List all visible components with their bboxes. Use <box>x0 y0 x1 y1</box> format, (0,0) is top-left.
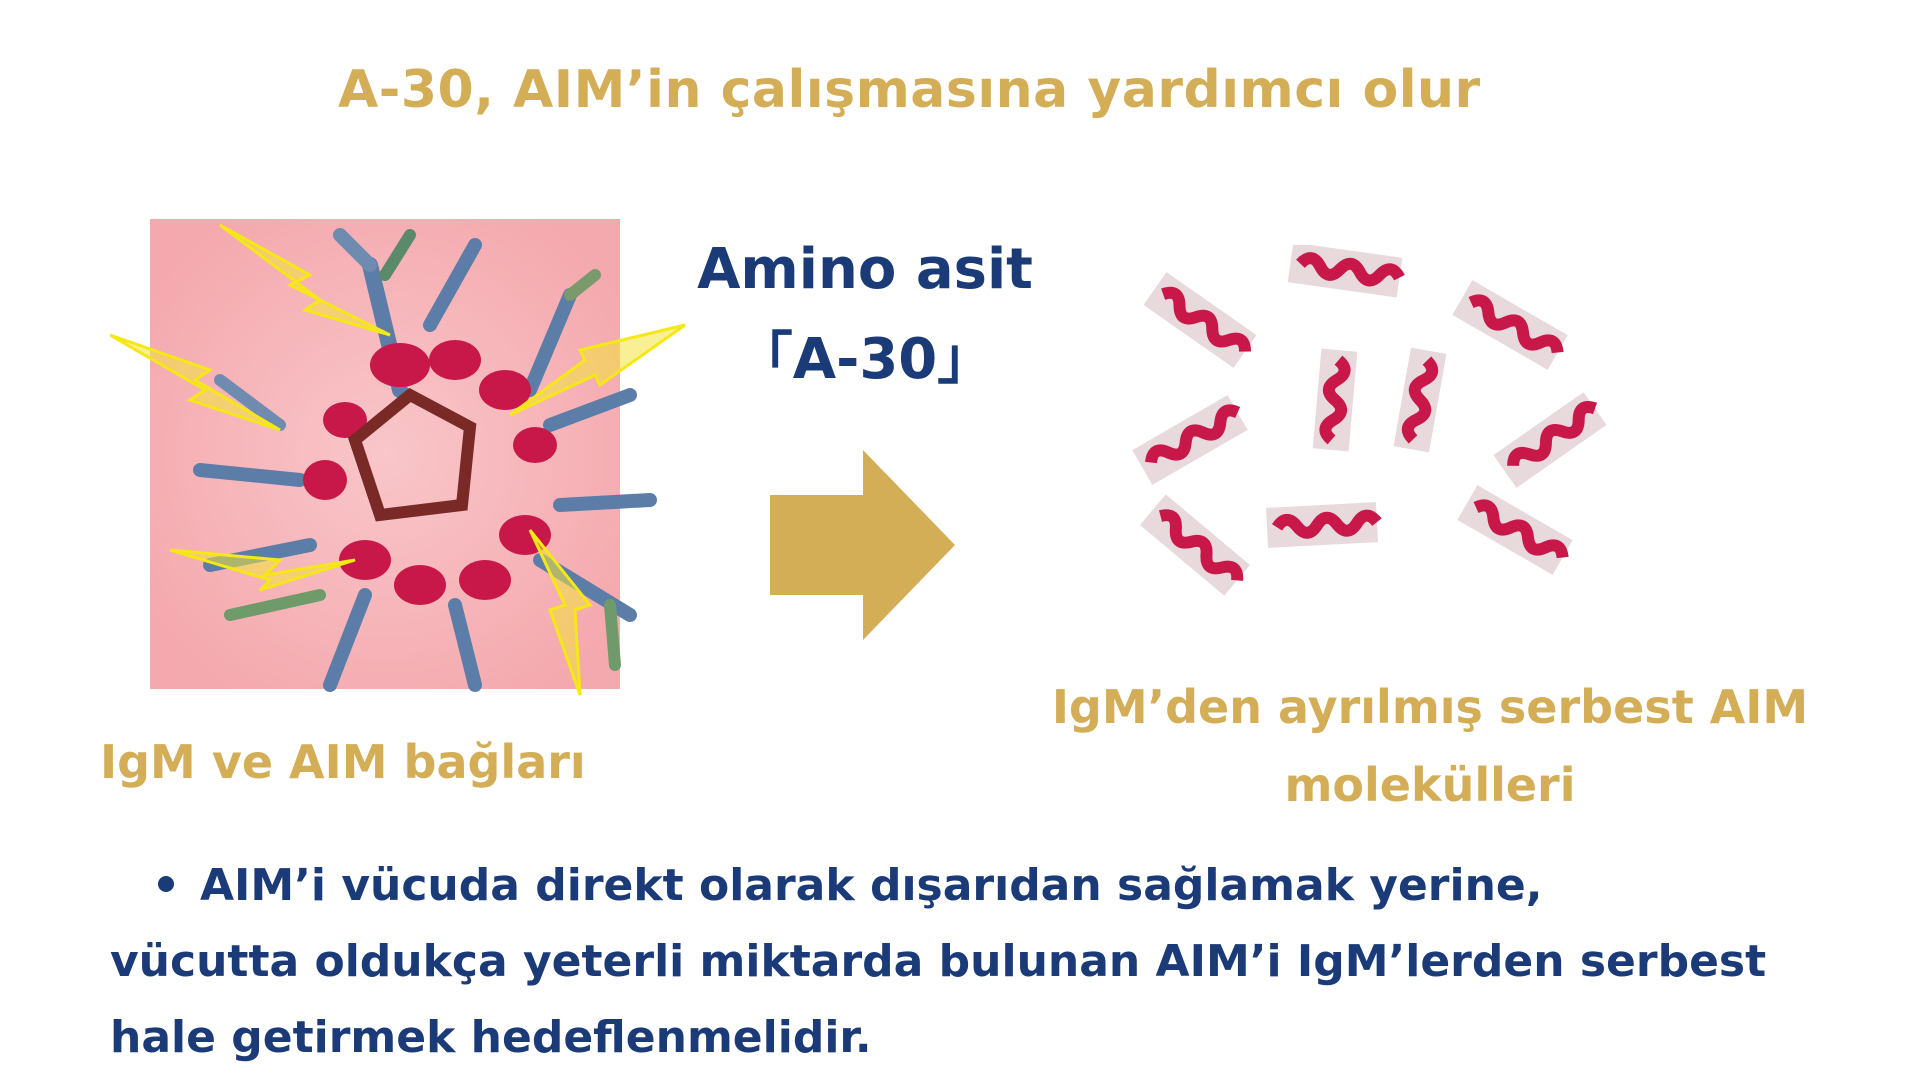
bullet-line-1: AIM’i vücuda direkt olarak dışarıdan sağ… <box>110 848 1890 924</box>
free-aim-caption-line2: molekülleri <box>1284 758 1576 812</box>
bullet-dot-icon <box>158 876 174 892</box>
pentamer-core <box>348 387 477 522</box>
amino-acid-line2: 「A-30」 <box>736 327 994 392</box>
amino-acid-line1: Amino asit <box>697 237 1033 302</box>
bullet-line-2: vücutta oldukça yeterli miktarda bulunan… <box>110 936 1767 987</box>
bullet-point: AIM’i vücuda direkt olarak dışarıdan sağ… <box>110 848 1890 1076</box>
aim-clusters <box>303 340 557 605</box>
lightning-bolts <box>110 223 686 696</box>
arrow-right-icon <box>770 450 955 640</box>
free-aim-caption-line1: IgM’den ayrılmış serbest AIM <box>1051 680 1809 734</box>
page-title: A-30, AIM’in çalışmasına yardımcı olur <box>338 60 1481 120</box>
amino-acid-label: Amino asit 「A-30」 <box>680 225 1050 405</box>
igm-aim-complex-illustration <box>110 219 686 696</box>
bullet-line-3: hale getirmek hedeflenmelidir. <box>110 1012 872 1063</box>
bullet-line-1-text: AIM’i vücuda direkt olarak dışarıdan sağ… <box>200 860 1543 911</box>
free-aim-caption: IgM’den ayrılmış serbest AIM molekülleri <box>1040 668 1820 824</box>
igm-aim-bonds-caption: IgM ve AIM bağları <box>100 735 586 789</box>
free-aim-molecules <box>1132 245 1607 596</box>
free-aim-molecules-illustration <box>1132 245 1607 596</box>
